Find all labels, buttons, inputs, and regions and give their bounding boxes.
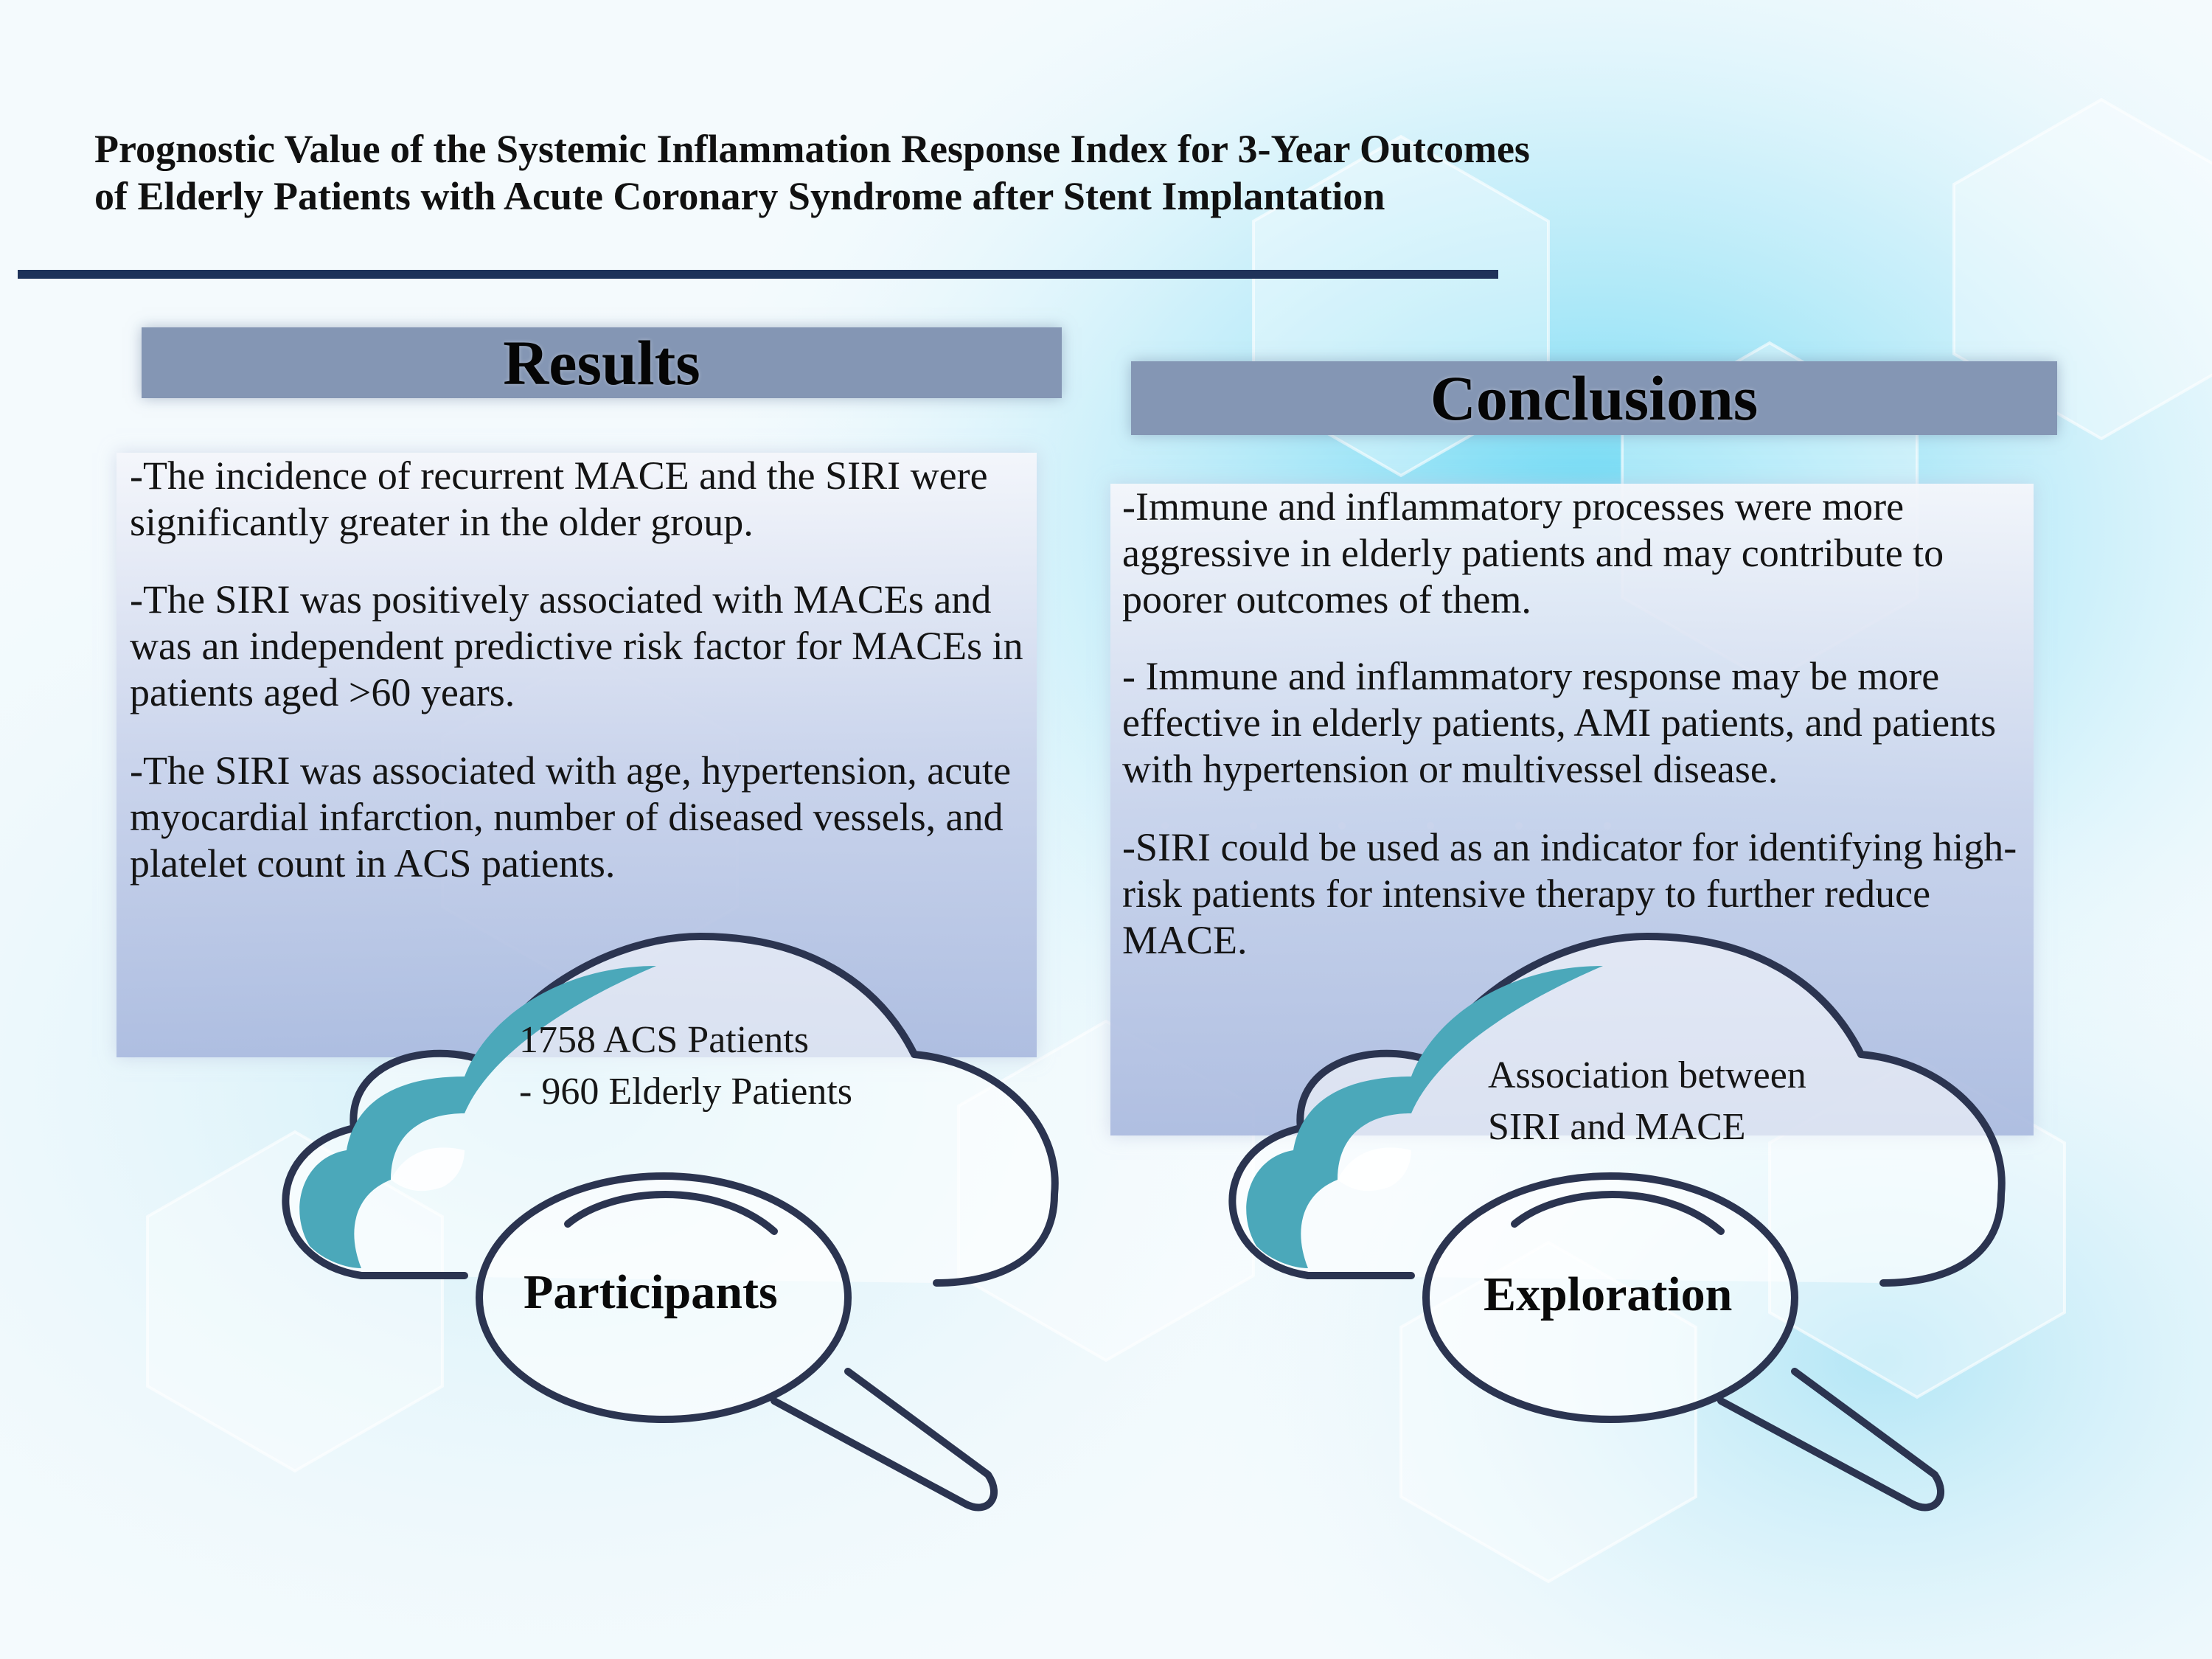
magnifier-icon [1422,1172,1945,1512]
exploration-details: Association between SIRI and MACE [1488,1050,1806,1153]
cloud-icon [282,933,1059,1287]
title-divider [18,270,1498,279]
participants-label: Participants [524,1265,778,1319]
magnifier-icon [476,1172,998,1512]
participants-details: 1758 ACS Patients - 960 Elderly Patients [519,1015,852,1118]
exploration-label: Exploration [1484,1267,1733,1321]
results-point-3: -The SIRI was associated with age, hyper… [130,748,1012,886]
conclusions-point-1: -Immune and inflammatory processes were … [1122,484,1944,622]
title-line-1: Prognostic Value of the Systemic Inflamm… [94,127,1530,171]
results-point-1: -The incidence of recurrent MACE and the… [130,453,988,544]
participants-line-1: 1758 ACS Patients [519,1019,809,1061]
cloud-icon [1228,933,2006,1287]
exploration-line-1: Association between [1488,1054,1806,1096]
conclusions-heading: Conclusions [1131,361,2057,435]
page-title: Prognostic Value of the Systemic Inflamm… [94,125,1790,220]
participants-cloud-icon [282,933,1059,1512]
results-heading: Results [142,327,1062,398]
exploration-line-2: SIRI and MACE [1488,1106,1746,1148]
participants-line-2: - 960 Elderly Patients [519,1071,853,1113]
results-point-2: -The SIRI was positively associated with… [130,577,1023,714]
conclusions-point-2: - Immune and inflammatory response may b… [1122,654,1997,791]
results-panel: -The incidence of recurrent MACE and the… [116,453,1037,1057]
conclusions-point-3: -SIRI could be used as an indicator for … [1122,825,2017,962]
exploration-cloud-icon [1228,933,2006,1512]
title-line-2: of Elderly Patients with Acute Coronary … [94,174,1385,218]
